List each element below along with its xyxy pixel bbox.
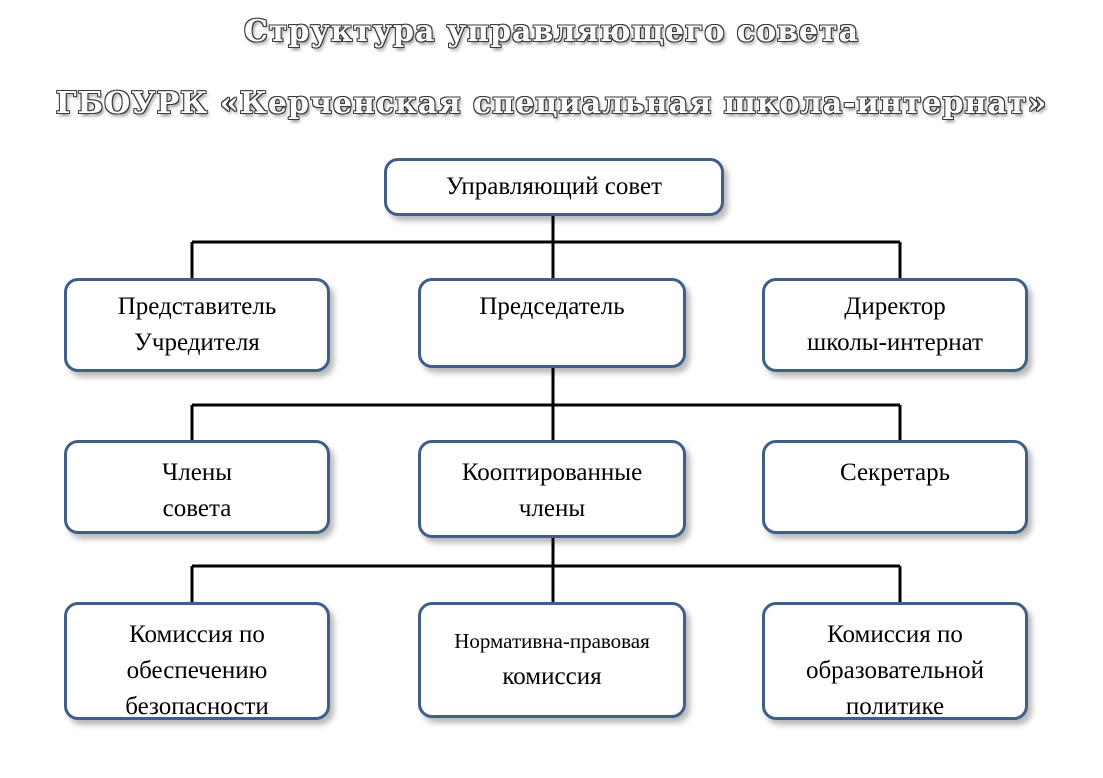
- node-coopted-members: Кооптированные члены: [418, 440, 686, 538]
- node-safety-commission-line-1: Комиссия по: [129, 621, 265, 648]
- node-founder-representative-line-2: Учредителя: [134, 329, 260, 356]
- node-education-commission-line-1: Комиссия по: [827, 621, 963, 648]
- page-subtitle: ГБОУРК «Керченская специальная школа-инт…: [55, 86, 1048, 121]
- node-coopted-members-line-1: Кооптированные: [461, 459, 643, 486]
- node-education-commission-line-3: политике: [845, 693, 945, 720]
- node-chairman: Председатель: [418, 278, 686, 368]
- page-title: Структура управляющего совета: [243, 14, 860, 49]
- node-education-commission: Комиссия по образовательной политике: [762, 602, 1028, 720]
- node-founder-representative-line-1: Представитель: [117, 293, 277, 320]
- node-chairman-line-1: Председатель: [479, 293, 625, 320]
- node-founder-representative: Представитель Учредителя: [64, 278, 330, 372]
- node-director-line-2: школы-интернат: [807, 329, 983, 356]
- node-council-members: Члены совета: [64, 440, 330, 534]
- node-council: Управляющий совет: [384, 158, 724, 216]
- node-council-line-1: Управляющий совет: [445, 173, 663, 200]
- node-director: Директор школы-интернат: [762, 278, 1028, 372]
- node-secretary: Секретарь: [762, 440, 1028, 534]
- node-legal-commission-line-2: комиссия: [502, 663, 602, 690]
- node-coopted-members-line-2: члены: [518, 495, 586, 522]
- node-director-line-1: Директор: [844, 293, 946, 320]
- node-safety-commission-line-3: безопасности: [125, 693, 269, 720]
- node-council-members-line-1: Члены: [162, 459, 232, 486]
- node-legal-commission-line-1: Нормативна-правовая: [454, 629, 650, 653]
- node-safety-commission: Комиссия по обеспечению безопасности: [64, 602, 330, 720]
- node-council-members-line-2: совета: [162, 495, 232, 522]
- node-secretary-line-1: Секретарь: [839, 459, 951, 486]
- node-safety-commission-line-2: обеспечению: [126, 657, 268, 684]
- node-education-commission-line-2: образовательной: [805, 657, 985, 684]
- node-legal-commission: Нормативна-правовая комиссия: [418, 602, 686, 718]
